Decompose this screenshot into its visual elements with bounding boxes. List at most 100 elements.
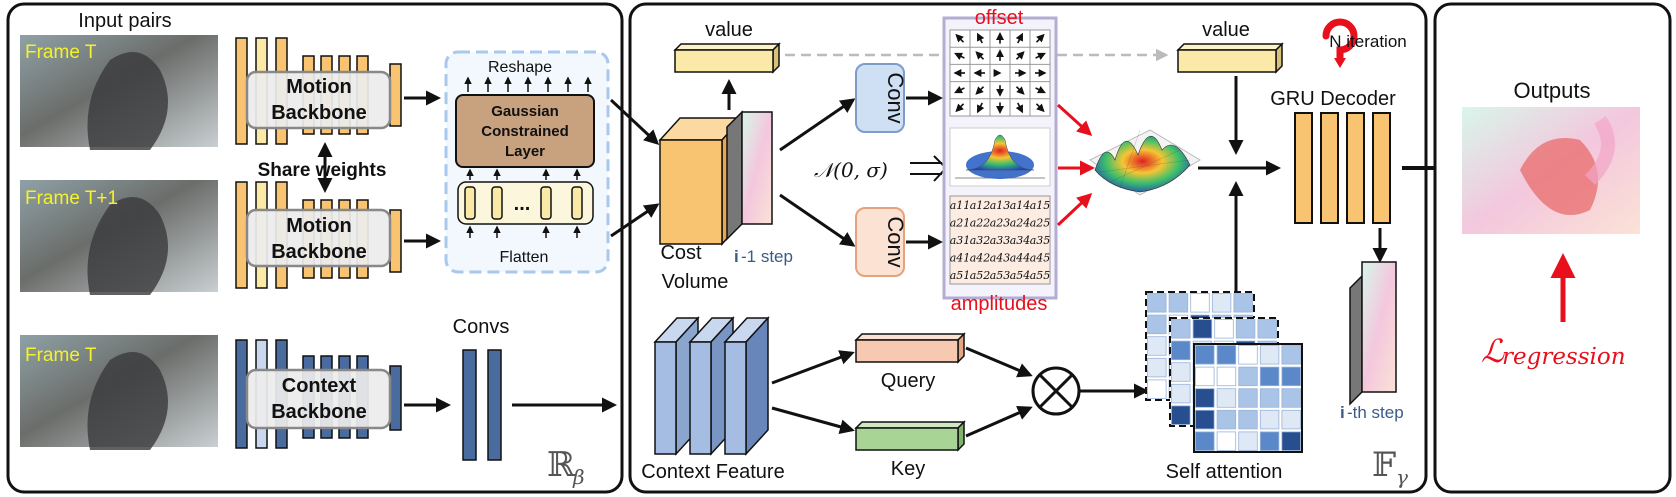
gru-decoder-layers	[1294, 112, 1391, 224]
r-beta-symbol: ℝ	[547, 445, 576, 485]
amplitude-cell: a31	[950, 234, 971, 247]
attention-cell	[1171, 383, 1191, 404]
offset-vector	[977, 32, 985, 44]
attention-cell	[1168, 293, 1189, 313]
arrow-gaussian-to-cost-bottom	[610, 203, 660, 238]
attention-cell	[1195, 345, 1215, 365]
motion-backbone-bottom	[245, 208, 392, 268]
attention-cell	[1259, 388, 1280, 408]
conv-layer-2	[487, 349, 502, 461]
gaussian-label-1: Gaussian	[491, 103, 559, 120]
amplitude-cell: a54	[1010, 269, 1031, 282]
amplitude-cell: a11	[950, 199, 971, 212]
amplitude-cell: a35	[1030, 234, 1051, 247]
conv-top-box	[855, 63, 905, 133]
attention-cell	[1147, 314, 1167, 335]
arrow-query-to-mult	[965, 346, 1033, 378]
motion-backbone-top-label-2: Backbone	[271, 102, 367, 124]
loss-subscript: regression	[1502, 344, 1626, 370]
amplitude-cell: a22	[970, 217, 991, 230]
offset-vector	[954, 52, 965, 61]
arrow-to-conv-top	[779, 98, 856, 152]
attention-cell	[1235, 319, 1256, 339]
red-arrow-amplitudes	[1056, 192, 1093, 227]
offset-vector	[1035, 52, 1046, 61]
normal-distribution-label: 𝒩(0, σ)	[814, 158, 888, 182]
amplitude-cell: a44	[1010, 252, 1031, 265]
offset-label: offset	[975, 7, 1024, 29]
amplitude-cell: a12	[970, 199, 991, 212]
red-arrow-offset	[1056, 103, 1093, 137]
gaussian-label-2: Constrained	[481, 123, 569, 140]
context-backbone	[245, 368, 392, 430]
offset-grid	[949, 29, 1051, 117]
attention-cell	[1259, 409, 1280, 430]
amplitude-cell: a13	[990, 199, 1011, 212]
value-right-label: value	[1202, 19, 1250, 41]
amplitude-cell: a42	[970, 252, 991, 265]
attention-cell	[1281, 388, 1301, 408]
value-left-label: value	[705, 19, 753, 41]
flatten-cells	[464, 186, 583, 220]
motion-backbone-bottom-label-1: Motion	[286, 215, 352, 237]
offset-vector	[955, 33, 965, 43]
cost-volume-label-1: Cost	[660, 242, 702, 264]
attention-cell	[1214, 319, 1234, 339]
attention-cell	[1238, 345, 1258, 365]
attention-cell	[1281, 345, 1301, 365]
conv-layer-1	[462, 349, 477, 461]
amplitudes-label: amplitudes	[951, 293, 1048, 315]
loop-icon	[1322, 18, 1358, 68]
offset-vector	[954, 85, 965, 94]
gaussian-input-arrows	[466, 168, 581, 180]
prev-step-flow-map	[726, 110, 773, 241]
r-beta-subscript: β	[572, 465, 585, 489]
prev-step-i: i	[734, 247, 739, 266]
frame-t-image: Frame T	[20, 35, 218, 150]
offset-vector	[1015, 32, 1023, 44]
attention-cell	[1147, 293, 1167, 313]
n-iteration-label: N iteration	[1329, 32, 1406, 51]
amplitude-cell: a53	[990, 269, 1011, 282]
offset-vector	[975, 51, 985, 60]
offset-vector	[1015, 86, 1025, 95]
query-label: Query	[881, 370, 935, 392]
loss-symbol: ℒ	[1481, 332, 1505, 370]
offset-vector	[1035, 103, 1045, 113]
attention-cell	[1147, 336, 1167, 356]
attention-cell	[1238, 431, 1258, 451]
context-backbone-label-1: Context	[282, 375, 357, 397]
attention-cell	[1238, 366, 1258, 387]
frame-t-context-image: Frame T	[20, 335, 218, 450]
amplitude-cell: a21	[950, 217, 971, 230]
attention-cell	[1195, 388, 1215, 408]
attention-cell	[1216, 366, 1237, 387]
cur-step-label: -th step	[1347, 403, 1404, 422]
key-label: Key	[891, 458, 925, 480]
self-attention-stack	[1145, 291, 1303, 453]
attention-cell	[1259, 345, 1280, 365]
convs-label: Convs	[453, 316, 510, 338]
offset-vector	[975, 86, 985, 95]
attention-cell	[1259, 366, 1280, 387]
attention-cell	[1195, 409, 1215, 430]
frame-t1-image: Frame T+1	[20, 180, 218, 295]
amplitude-matrix-background	[949, 195, 1051, 285]
attention-cell	[1233, 293, 1253, 313]
amplitude-cell: a14	[1010, 199, 1031, 212]
attention-cell	[1211, 293, 1232, 313]
frame-t1-label: Frame T+1	[25, 188, 118, 209]
attention-cell	[1281, 366, 1301, 387]
amplitude-cell: a52	[970, 269, 991, 282]
offset-grid-background	[949, 29, 1051, 117]
amplitude-cell: a43	[990, 252, 1011, 265]
reshape-label: Reshape	[488, 59, 552, 76]
share-weights-label: Share weights	[258, 160, 387, 181]
motion-backbone-top	[245, 70, 392, 130]
offset-vector	[1035, 85, 1046, 94]
offset-vector	[1035, 33, 1045, 43]
attention-cell	[1216, 431, 1237, 451]
attention-cell	[1190, 293, 1210, 313]
arrow-to-key	[771, 406, 855, 435]
attention-cell	[1216, 345, 1237, 365]
